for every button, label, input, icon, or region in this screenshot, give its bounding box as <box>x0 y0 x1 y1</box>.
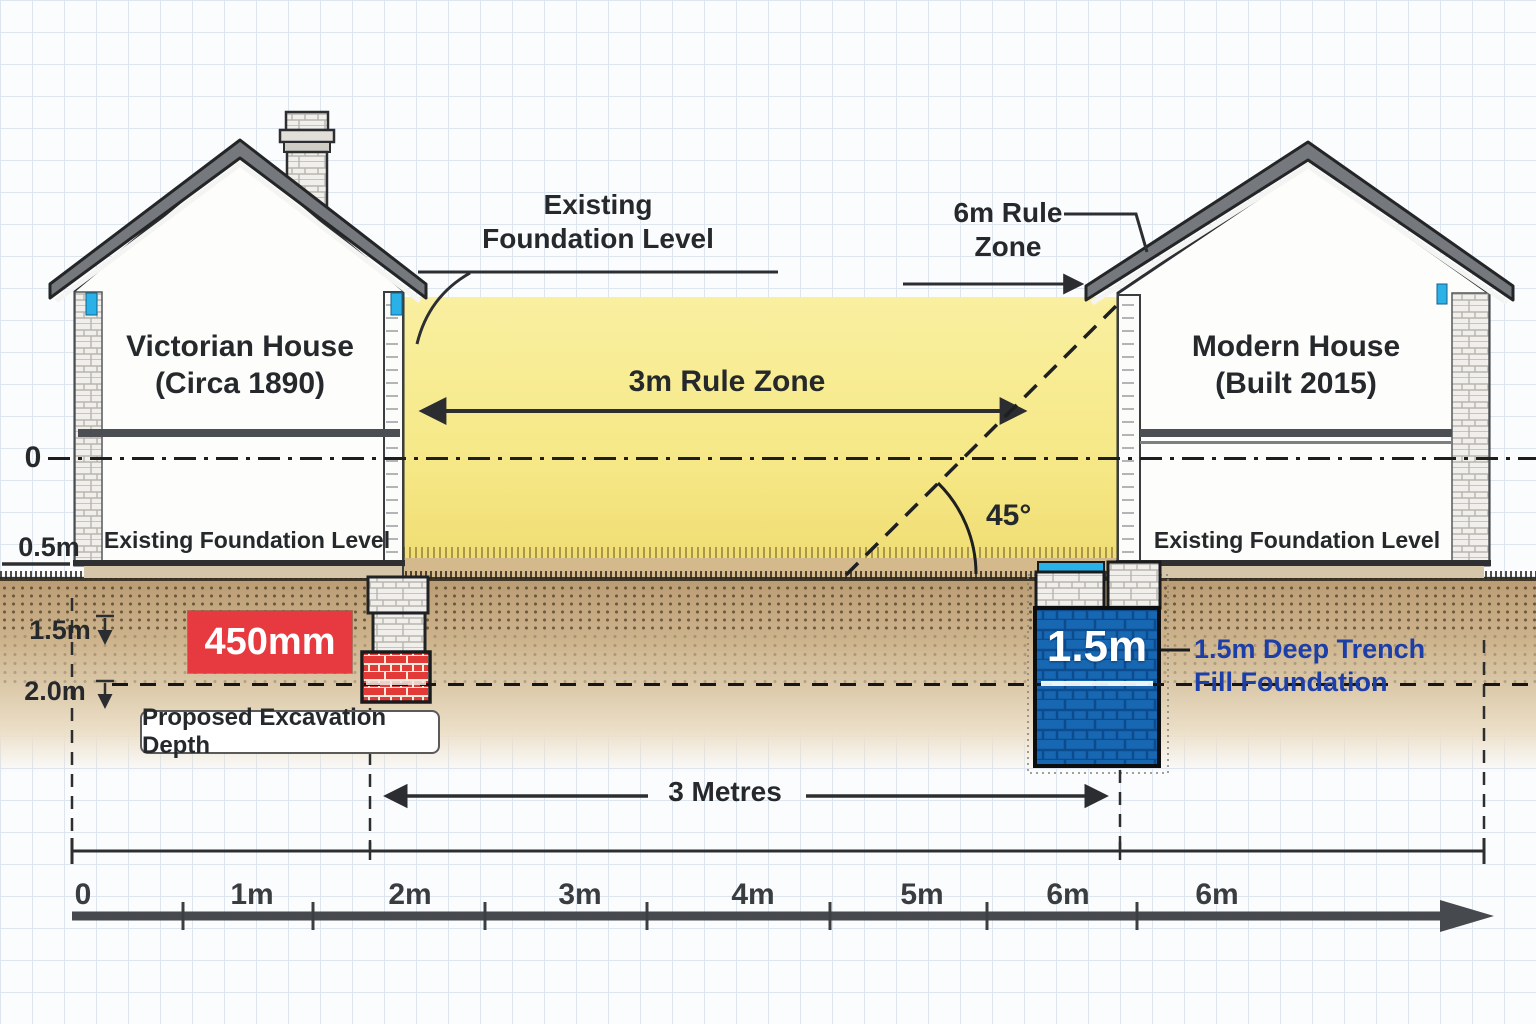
angle-arc <box>936 481 978 575</box>
zero-datum-line <box>48 457 1536 460</box>
downpipe-icon <box>85 292 98 316</box>
ruler-label-1m: 1m <box>230 878 274 911</box>
forty-five-degree-line <box>844 304 1118 577</box>
ruler-arrowhead-icon <box>1440 900 1494 932</box>
six-m-leader <box>1064 212 1149 253</box>
trench-fill-foundation <box>1027 560 1190 774</box>
depth-label-0: 0 <box>24 441 42 474</box>
depth-label-0-5: 0.5m <box>18 532 80 562</box>
ruler-label-3m: 3m <box>558 878 602 911</box>
downpipe-icon <box>1436 283 1448 305</box>
two-metre-depth-line <box>112 683 1536 686</box>
annotation-lines <box>415 212 1149 577</box>
callout-leader-curve <box>415 271 471 345</box>
victorian-house-graphic <box>48 110 428 579</box>
modern-house-label: Modern House (Built 2015) <box>1191 330 1401 400</box>
victorian-left-brick-wall <box>74 291 103 566</box>
ruler-label-4m: 4m <box>731 878 775 911</box>
party-wall-foundation <box>360 575 432 704</box>
trench-foundation-note: 1.5m Deep Trench Fill Foundation <box>1194 634 1426 697</box>
excavation-depth-badge: 450mm <box>188 611 352 673</box>
modern-roof <box>1084 140 1515 302</box>
ruler-label-0: 0 <box>74 878 92 911</box>
victorian-roof <box>48 138 428 300</box>
ruler-label-5m: 5m <box>900 878 944 911</box>
blue-foundation-block <box>1033 606 1161 768</box>
excavation-hatch <box>403 547 1118 558</box>
victorian-house-label: Victorian House (Circa 1890) <box>126 330 354 400</box>
existing-foundation-callout: Existing Foundation Level <box>482 189 714 254</box>
trench-depth-value: 1.5m <box>1046 622 1148 671</box>
modern-house-graphic <box>1084 140 1515 578</box>
modern-right-brick-wall <box>1451 292 1490 566</box>
angle-label: 45° <box>986 499 1032 532</box>
depth-markers <box>2 562 114 709</box>
scale-ruler <box>72 900 1494 932</box>
ruler-label-2m: 2m <box>388 878 432 911</box>
depth-label-1-5: 1.5m <box>29 615 91 645</box>
depth-line-on-red <box>366 681 426 685</box>
depth-line-on-blue <box>1041 681 1153 686</box>
ruler-label-6m-2: 6m <box>1195 878 1239 911</box>
red-foundation-block <box>360 650 432 704</box>
ground-surface-line <box>0 571 1536 579</box>
depth-label-2-0: 2.0m <box>24 676 86 706</box>
downpipe-icon <box>390 292 403 316</box>
victorian-foundation-level-label: Existing Foundation Level <box>103 527 391 553</box>
modern-floor-line <box>1140 429 1452 437</box>
ruler-label-6m: 6m <box>1046 878 1090 911</box>
dimension-lines <box>70 598 1486 864</box>
victorian-floor-line <box>78 429 400 437</box>
three-m-rule-zone-band <box>403 297 1118 561</box>
six-m-rule-callout: 6m Rule Zone <box>953 197 1063 262</box>
modern-foundation-level-label: Existing Foundation Level <box>1153 527 1441 553</box>
three-metres-label: 3 Metres <box>668 776 782 807</box>
three-m-rule-zone-label: 3m Rule Zone <box>628 365 826 398</box>
proposed-excavation-label: Proposed Excavation Depth <box>140 704 440 759</box>
